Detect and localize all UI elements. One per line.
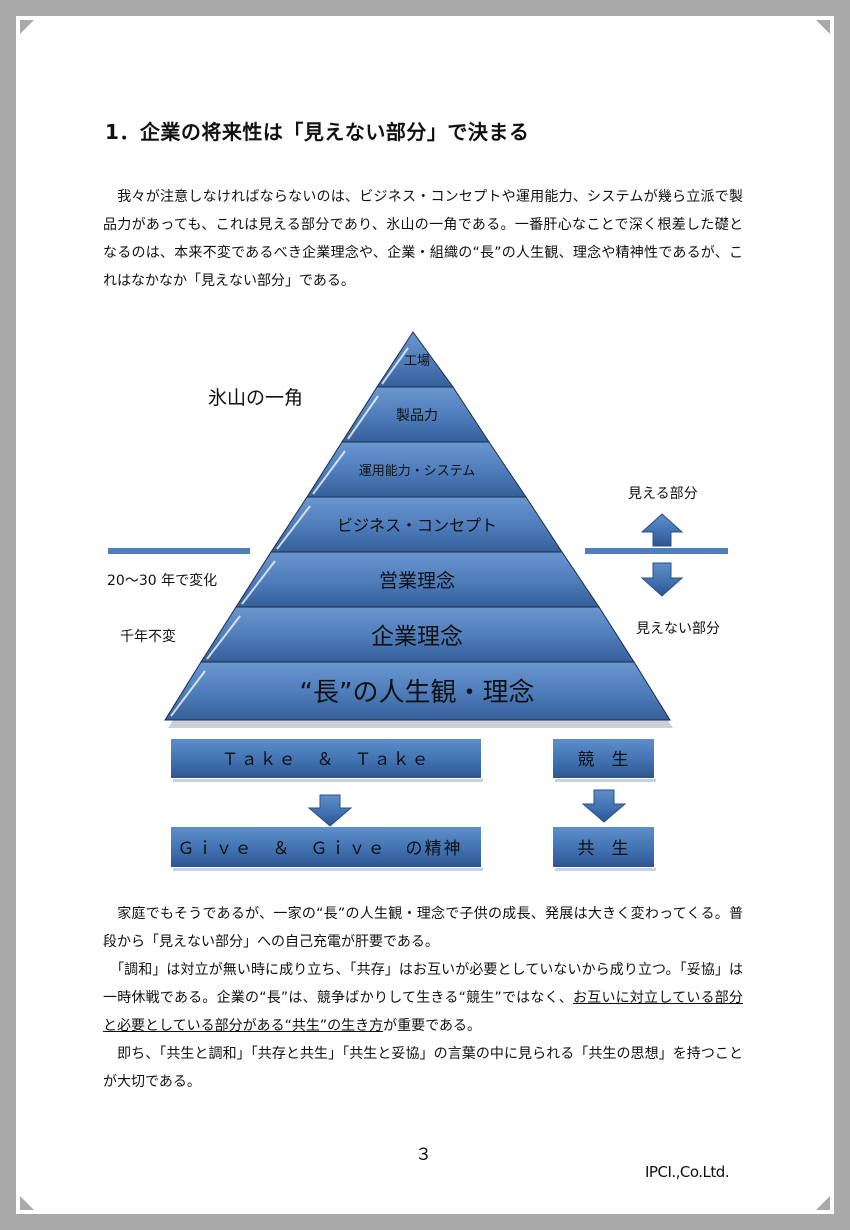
body-line-3: 即ち、「共生と調和」「共存と共生」「共生と妥協」の言葉の中に見られる「共生の思想… — [103, 1046, 743, 1090]
label-tip-of-iceberg: 氷山の一角 — [208, 387, 304, 409]
body-line-1: 家庭でもそうであるが、一家の“長”の人生観・理念で子供の成長、発展は大きく変わっ… — [103, 906, 743, 950]
body-line-2-pre: 「調和」は対立が無い時に成り立ち、「共存」はお互いが必要としていないから成り立つ… — [103, 962, 743, 1006]
corner-mark-top-left — [20, 20, 34, 34]
compete-box — [553, 739, 654, 778]
take-take-label: Ｔａｋｅ ＆ Ｔａｋｅ — [222, 750, 431, 770]
pyramid-label-operation: 運用能力・システム — [359, 464, 476, 479]
corner-mark-top-right — [816, 20, 830, 34]
intro-paragraph: 我々が注意しなければならないのは、ビジネス・コンセプトや運用能力、システムが幾ら… — [103, 189, 743, 289]
company-name: IPCI.,Co.Ltd. — [645, 1163, 730, 1181]
body-line-2-post: が重要である。 — [383, 1018, 481, 1034]
label-change-period: 20～30 年で変化 — [107, 573, 218, 589]
corner-mark-bottom-left — [20, 1196, 34, 1210]
label-invisible-part: 見えない部分 — [636, 621, 720, 637]
pyramid-label-leader: “長”の人生観・理念 — [300, 678, 535, 708]
up-arrow-icon — [640, 513, 684, 547]
body-line-2-underlined: お互いに対立している部分と必要としている部分がある“共生”の生き方 — [103, 990, 743, 1034]
give-give-box — [171, 827, 481, 867]
section-heading: 1．企業の将来性は「見えない部分」で決まる — [105, 120, 530, 144]
down-arrow-icon — [640, 562, 684, 597]
label-visible-part: 見える部分 — [628, 486, 698, 502]
coexist-box — [553, 827, 654, 867]
pyramid-label-business: ビジネス・コンセプト — [337, 516, 497, 535]
waterline-left — [108, 548, 250, 554]
coexist-label: 共 生 — [578, 839, 629, 859]
take-take-box — [171, 739, 481, 778]
give-give-label: Ｇｉｖｅ ＆ Ｇｉｖｅ の精神 — [178, 839, 463, 859]
body-paragraphs: 家庭でもそうであるが、一家の“長”の人生観・理念で子供の成長、発展は大きく変わっ… — [103, 900, 743, 1096]
pyramid-label-corporate: 企業理念 — [371, 624, 463, 650]
body-line-2: 「調和」は対立が無い時に成り立ち、「共存」はお互いが必要としていないから成り立つ… — [103, 956, 743, 1040]
pyramid-level-7 — [164, 661, 671, 721]
down-arrow-left-icon — [307, 794, 353, 827]
pyramid-label-factory: 工場 — [404, 354, 430, 369]
pyramid-label-product: 製品力 — [396, 408, 438, 424]
pyramid-label-sales: 営業理念 — [379, 569, 455, 592]
waterline-right — [585, 548, 728, 554]
corner-mark-bottom-right — [816, 1196, 830, 1210]
down-arrow-right-icon — [581, 789, 627, 823]
page-number: ３ — [415, 1145, 432, 1165]
label-unchanging: 千年不変 — [120, 629, 176, 645]
compete-label: 競 生 — [578, 750, 629, 770]
